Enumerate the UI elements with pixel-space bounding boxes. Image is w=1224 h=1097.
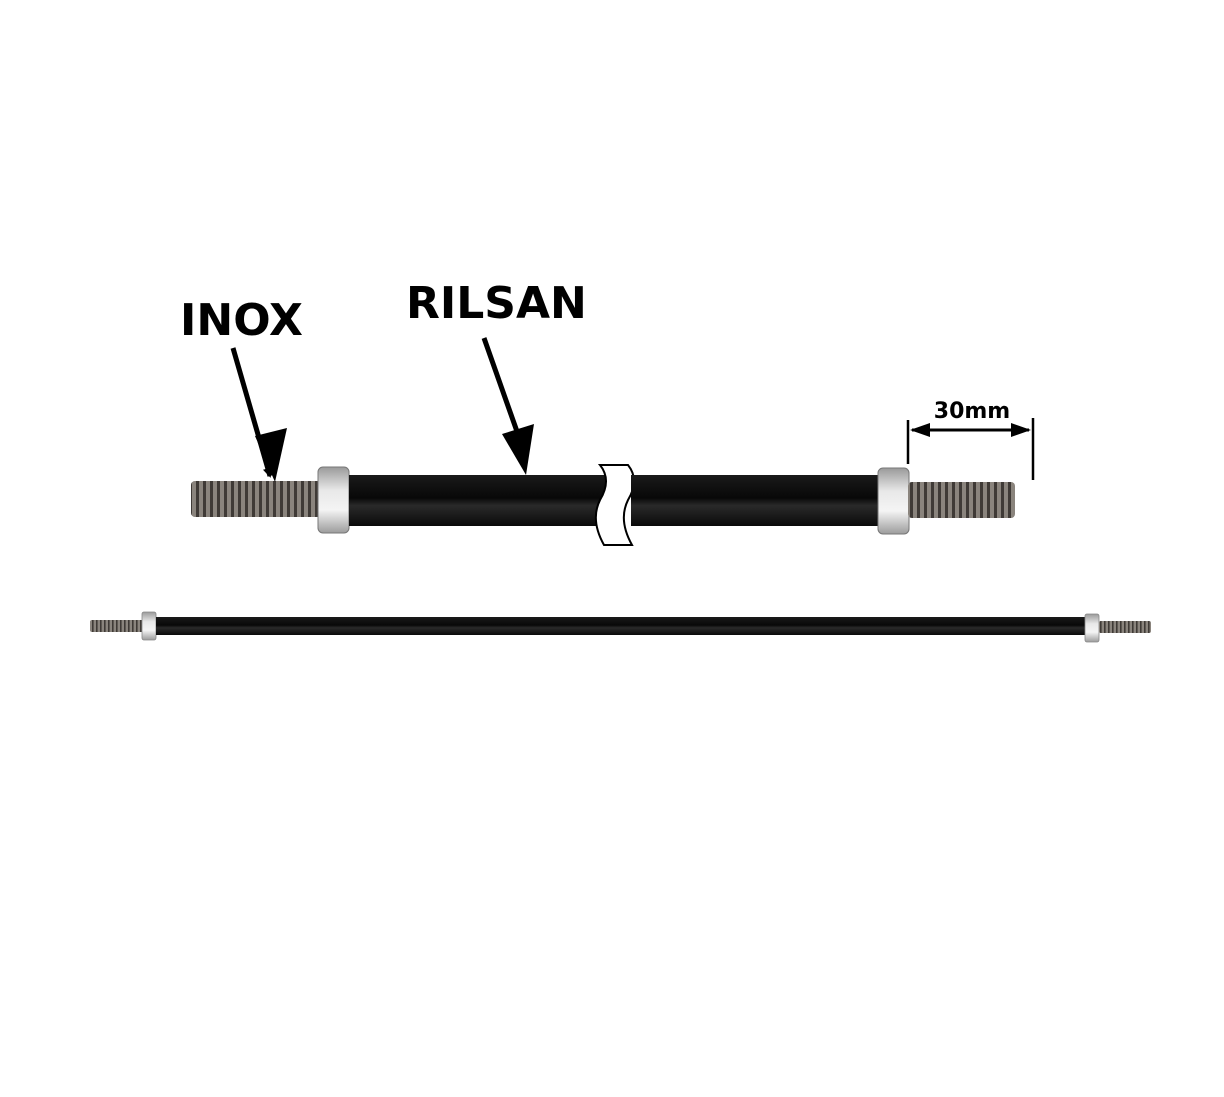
full-rod-right-thread bbox=[1099, 621, 1151, 633]
detail-rod bbox=[191, 464, 1015, 546]
inox-arrowhead-icon bbox=[255, 428, 287, 482]
right-thread bbox=[908, 482, 1015, 518]
rilsan-label: RILSAN bbox=[406, 278, 587, 329]
tube-right-segment bbox=[631, 475, 881, 526]
left-thread bbox=[191, 481, 321, 517]
full-rod bbox=[90, 611, 1151, 643]
full-rod-right-nut bbox=[1084, 613, 1100, 643]
dimension-arrow-right-icon bbox=[1011, 423, 1031, 437]
inox-label: INOX bbox=[180, 295, 303, 346]
dimension-marker bbox=[906, 418, 1035, 480]
thread-length-label: 30mm bbox=[934, 399, 1010, 424]
right-nut bbox=[877, 467, 910, 535]
full-rod-left-nut bbox=[141, 611, 157, 641]
full-rod-tube bbox=[156, 617, 1086, 635]
tube-left-segment bbox=[349, 475, 607, 526]
rilsan-arrowhead-icon bbox=[502, 424, 534, 475]
left-nut bbox=[317, 466, 350, 534]
rilsan-arrow bbox=[481, 337, 523, 441]
dimension-arrow-left-icon bbox=[910, 423, 930, 437]
full-rod-left-thread bbox=[90, 620, 144, 632]
